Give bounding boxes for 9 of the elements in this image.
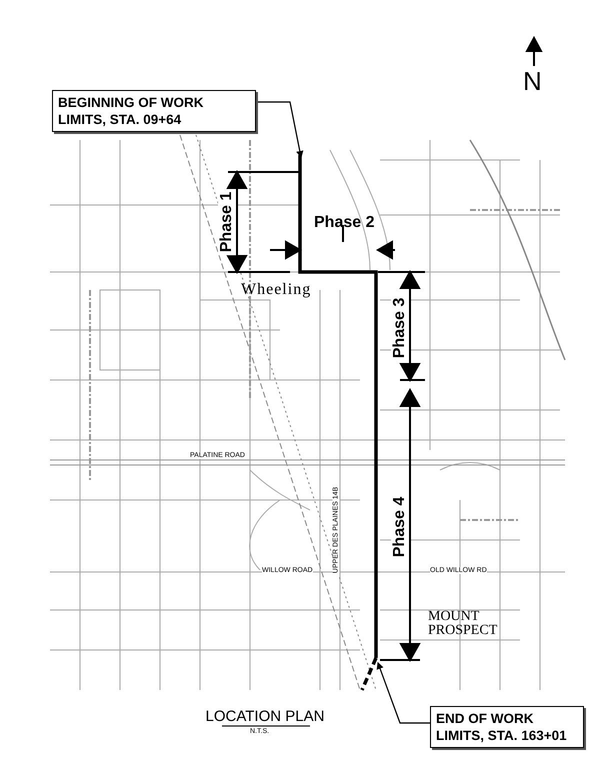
leader-line (256, 101, 304, 158)
phase-label: Phase 2 (314, 214, 374, 232)
callout-box: END OF WORK LIMITS, STA. 163+01 (430, 706, 584, 748)
plan-title: LOCATION PLAN (204, 708, 326, 725)
leader-line (376, 662, 430, 724)
town-label: MOUNT PROSPECT (428, 610, 498, 638)
town-label: Wheeling (241, 281, 312, 299)
callout-box: BEGINNING OF WORK LIMITS, STA. 09+64 (52, 90, 256, 132)
north-label: N (523, 66, 542, 97)
